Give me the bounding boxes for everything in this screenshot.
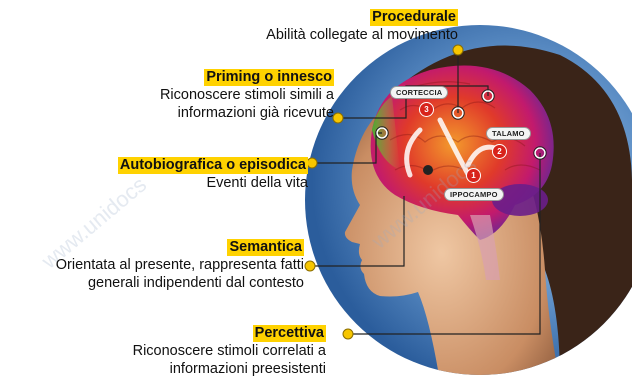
category-description: generali indipendenti dal contesto <box>87 275 304 291</box>
category-description: informazioni già ricevute <box>177 105 334 121</box>
talamo-label: TALAMO <box>486 127 531 140</box>
category-description: Abilità collegate al movimento <box>266 27 458 43</box>
category-priming: Priming o innesco Riconoscere stimoli si… <box>160 68 334 122</box>
category-description: Eventi della vita <box>206 175 308 191</box>
category-percettiva: Percettiva Riconoscere stimoli correlati… <box>133 324 326 378</box>
category-title: Priming o innesco <box>204 69 334 86</box>
category-semantica: Semantica Orientata al presente, rappres… <box>56 238 304 292</box>
category-description: Riconoscere stimoli simili a <box>159 87 334 103</box>
category-title: Procedurale <box>370 9 458 26</box>
category-description: Orientata al presente, rappresenta fatti <box>55 257 304 273</box>
marker-1: 1 <box>466 168 481 183</box>
marker-2: 2 <box>492 144 507 159</box>
corteccia-label: CORTECCIA <box>390 86 449 99</box>
category-procedurale: Procedurale Abilità collegate al movimen… <box>266 8 458 44</box>
marker-3: 3 <box>419 102 434 117</box>
category-description: informazioni preesistenti <box>169 361 326 377</box>
category-description: Riconoscere stimoli correlati a <box>132 343 326 359</box>
category-title: Percettiva <box>252 325 326 342</box>
ippocampo-label: IPPOCAMPO <box>444 188 504 201</box>
category-title: Autobiografica o episodica <box>117 157 308 174</box>
category-autobiografica: Autobiografica o episodica Eventi della … <box>117 156 308 192</box>
category-title: Semantica <box>227 239 304 256</box>
